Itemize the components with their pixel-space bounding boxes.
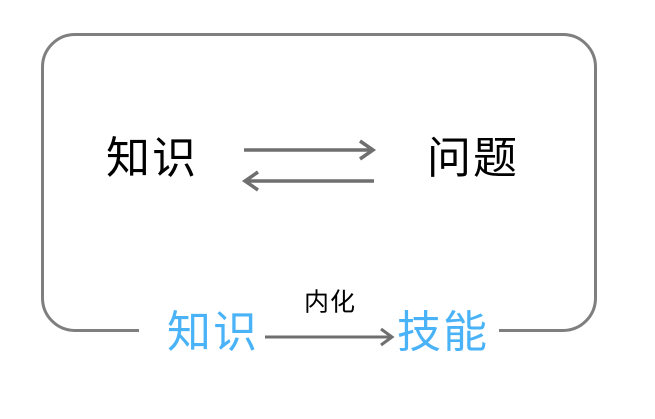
knowledge-label-top: 知识	[106, 134, 198, 183]
arrow-right-icon	[265, 327, 395, 347]
arrow-right-icon	[244, 139, 377, 161]
arrow-left-icon	[241, 170, 374, 192]
skill-label: 技能	[397, 308, 489, 357]
knowledge-label-bottom: 知识	[167, 308, 259, 357]
border-gap-mask	[139, 324, 499, 340]
problem-label: 问题	[427, 134, 519, 183]
internalize-label: 内化	[303, 288, 357, 317]
